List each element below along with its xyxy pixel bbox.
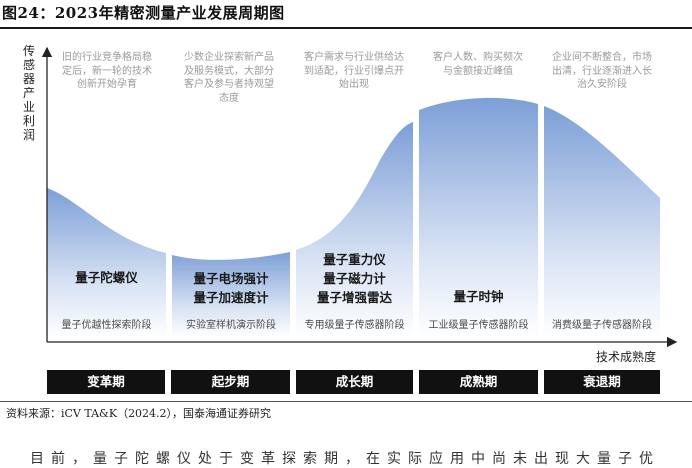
product-label: 量子加速度计 [193,290,269,305]
phase-label-4: 成熟期 [419,370,538,394]
stage-description-3: 客户需求与行业供给达到适配，行业引爆点开始出现 [304,52,404,90]
phase-label-1: 变革期 [47,370,165,394]
stage-products-4: 量子时钟 [419,287,538,306]
curve-segment-2 [172,252,290,338]
stage-description-4: 客户人数、购买频次与金额接近峰值 [433,52,523,77]
application-stage-5: 消费级量子传感器阶段 [552,320,652,331]
curve-segment-1 [47,188,166,338]
stage-description-5: 企业间不断整合，市场出清，行业逐渐进入长治久安阶段 [552,52,652,90]
product-label: 量子重力仪 [323,252,386,267]
stage-products-2: 量子电场强计 量子加速度计 [172,269,290,307]
phase-label-5: 衰退期 [544,370,660,394]
stage-description-1: 旧的行业竞争格局稳定后，新一轮的技术创新开始孕育 [62,52,152,90]
source-divider [0,401,692,402]
body-text-partial: 目前，量子陀螺仪处于变革探索期，在实际应用中尚未出现大量子优 [30,451,660,467]
product-label: 量子时钟 [453,289,504,304]
stage-products-3: 量子重力仪 量子磁力计 量子增强雷达 [296,250,413,307]
curve-segment-4 [419,97,538,339]
application-stage-2: 实验室样机演示阶段 [186,320,276,331]
product-label: 量子电场强计 [193,271,269,286]
phase-label-2: 起步期 [171,370,290,394]
figure-title: 图24：2023年精密测量产业发展周期图 [2,4,285,22]
application-stage-3: 专用级量子传感器阶段 [304,320,405,331]
product-label: 量子增强雷达 [316,290,392,305]
product-label: 量子磁力计 [323,271,386,286]
title-divider [0,27,692,29]
product-label: 量子陀螺仪 [75,270,138,285]
y-axis-label: 传感器产业利润 [22,44,35,142]
phase-label-3: 成长期 [296,370,413,394]
x-axis-label: 技术成熟度 [596,350,657,364]
stage-description-2: 少数企业探索新产品及服务模式，大部分客户及参与者持观望态度 [184,52,274,104]
curve-segment-5 [544,106,660,338]
curve-segment-3 [296,122,413,338]
application-stage-1: 量子优越性探索阶段 [61,320,152,331]
source-note: 资料来源：iCV TA&K（2024.2），国泰海通证券研究 [6,407,272,420]
stage-products-1: 量子陀螺仪 [47,268,166,287]
application-stage-4: 工业级量子传感器阶段 [428,320,529,331]
